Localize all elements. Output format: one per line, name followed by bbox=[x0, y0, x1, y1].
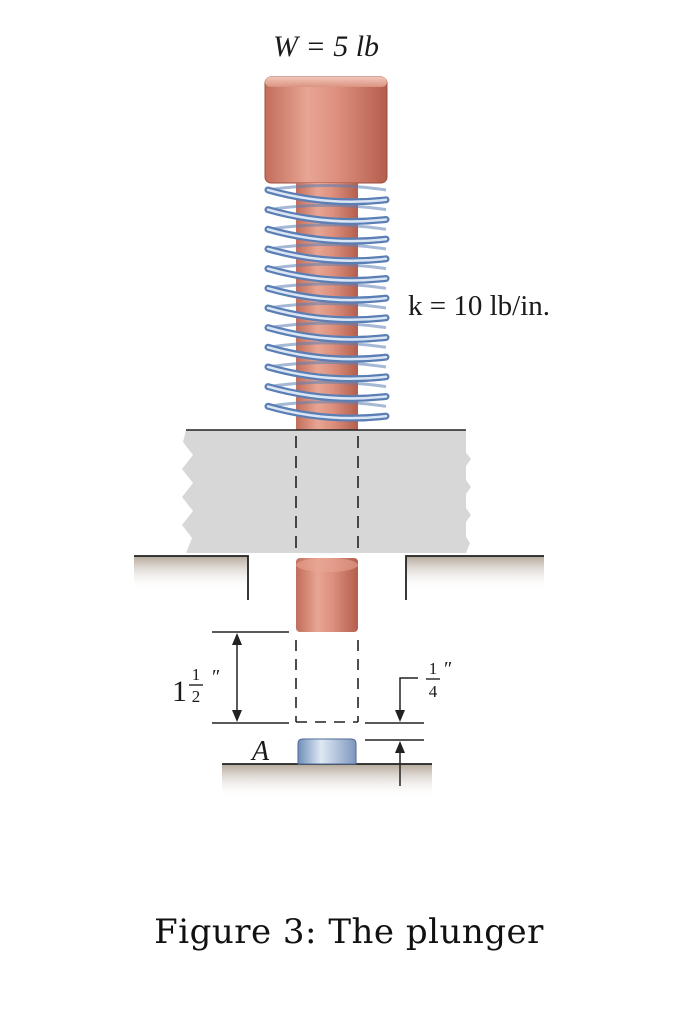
spring-coil-highlight bbox=[266, 346, 388, 361]
svg-text:″: ″ bbox=[444, 658, 452, 680]
spring-coil-back bbox=[267, 243, 387, 251]
plunger-head bbox=[264, 76, 388, 184]
spring-coil-back bbox=[267, 184, 387, 192]
spring-coil-back bbox=[267, 380, 387, 389]
spring-coil-back bbox=[267, 262, 387, 271]
svg-text:1: 1 bbox=[429, 659, 438, 678]
spring-coil-highlight bbox=[266, 405, 388, 420]
spring-coil-highlight bbox=[266, 267, 388, 282]
spring-coil-back bbox=[267, 302, 387, 310]
spring-coil-highlight bbox=[266, 365, 388, 381]
figure-caption: Figure 3: The plunger bbox=[154, 912, 544, 952]
spring-coil-back bbox=[267, 321, 387, 330]
gap-dimension bbox=[212, 631, 289, 724]
spring-coil-highlight bbox=[266, 287, 388, 302]
contact-a bbox=[297, 738, 357, 765]
svg-text:1: 1 bbox=[172, 675, 187, 708]
spring-constant-label: k = 10 lb/in. bbox=[408, 290, 550, 322]
lower-ground bbox=[222, 763, 432, 798]
spring-coil-back bbox=[267, 223, 387, 231]
plunger-final-position bbox=[295, 640, 359, 723]
spring bbox=[264, 184, 390, 422]
spring-coil-highlight bbox=[266, 326, 388, 341]
plunger-rod-lower bbox=[296, 558, 358, 632]
housing-block bbox=[182, 429, 471, 553]
base-surface bbox=[134, 555, 544, 600]
spring-coil-highlight bbox=[266, 228, 388, 243]
svg-text:1: 1 bbox=[192, 665, 201, 684]
spring-coil-highlight bbox=[266, 385, 388, 400]
gap-label: 1 1 2 ″ bbox=[172, 665, 220, 708]
spring-coil-highlight bbox=[266, 188, 388, 204]
spring-coil-back bbox=[267, 400, 387, 408]
spring-coil-back bbox=[267, 341, 387, 349]
spring-coil-back bbox=[267, 203, 387, 212]
svg-text:4: 4 bbox=[429, 682, 438, 701]
point-a-label: A bbox=[250, 736, 270, 767]
svg-text:2: 2 bbox=[192, 687, 201, 706]
spring-coil-highlight bbox=[266, 208, 388, 223]
spring-coil-back bbox=[267, 361, 387, 369]
spring-coil-back bbox=[267, 282, 387, 290]
clearance-dimension bbox=[365, 677, 424, 786]
spring-coil-highlight bbox=[266, 306, 388, 322]
clearance-label: 1 4 ″ bbox=[426, 658, 452, 701]
weight-label: W = 5 lb bbox=[273, 30, 379, 63]
svg-text:″: ″ bbox=[212, 666, 220, 688]
spring-coil-highlight bbox=[266, 247, 388, 263]
